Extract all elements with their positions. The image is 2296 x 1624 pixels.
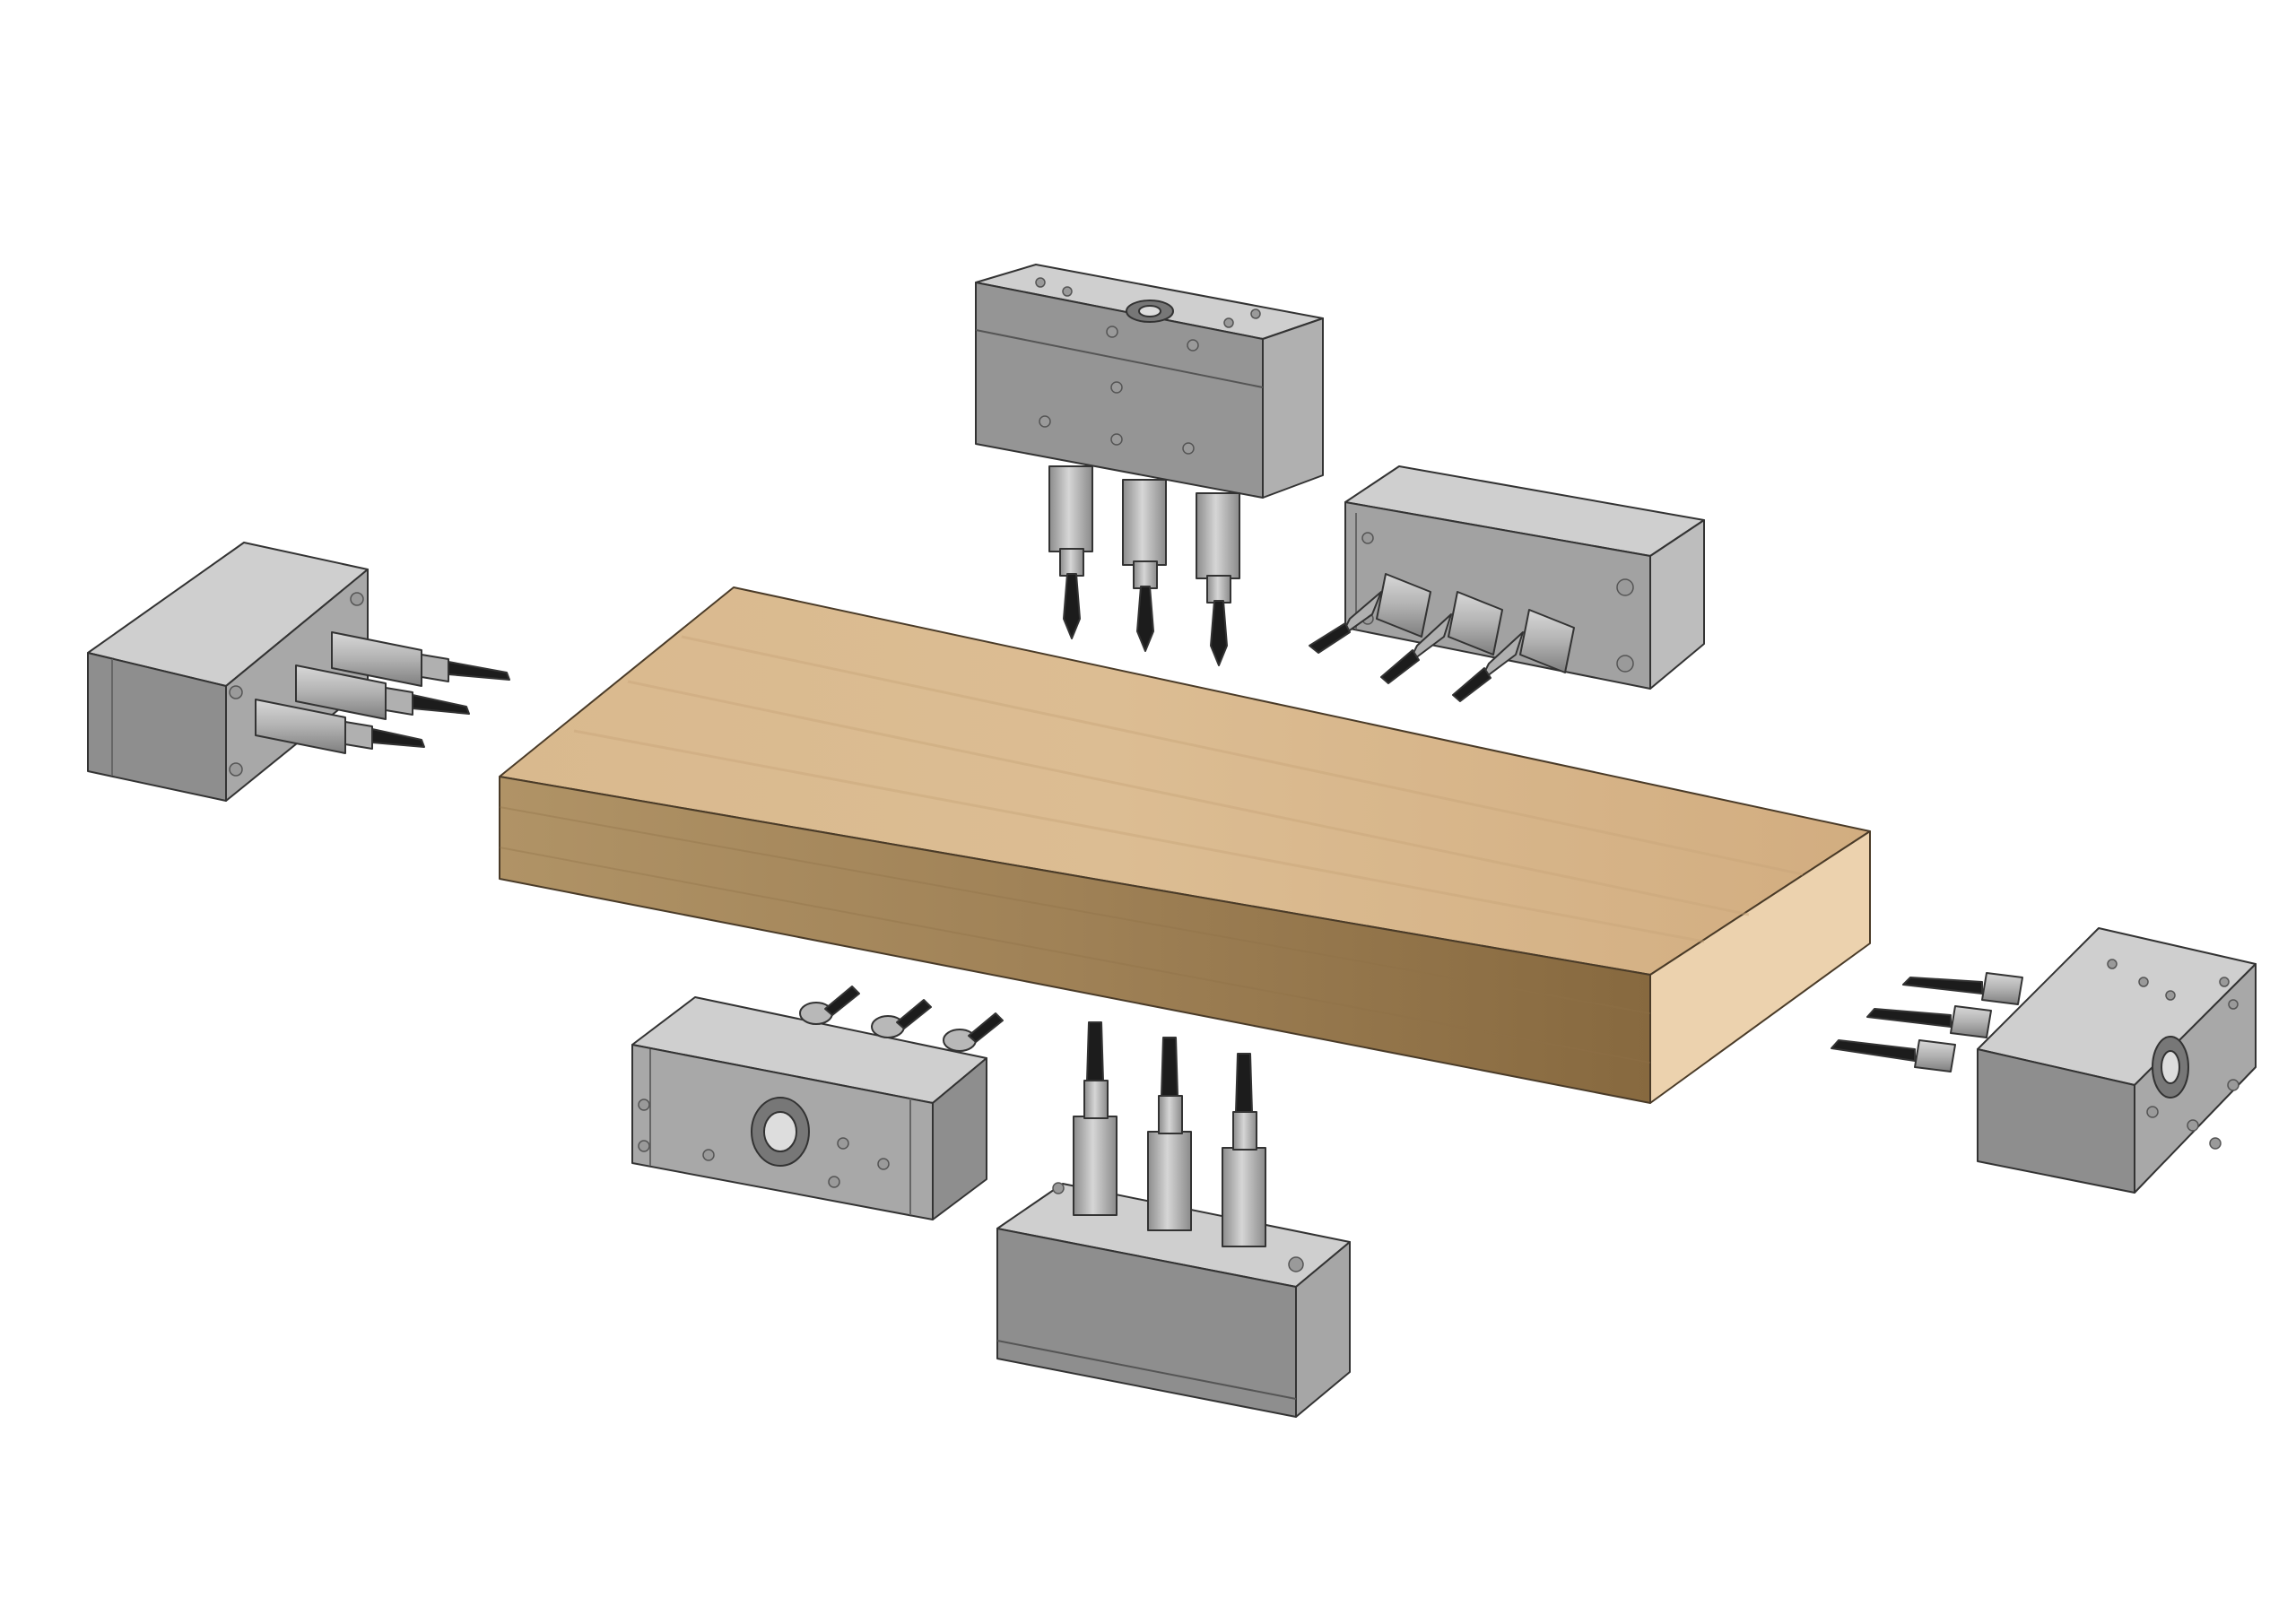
housing-side <box>1262 317 1324 499</box>
housing-side <box>1649 519 1705 690</box>
drill-unit-right-back <box>1309 465 1705 702</box>
housing-side <box>1295 1241 1351 1418</box>
spindle-group <box>255 631 510 754</box>
housing-side <box>932 1057 987 1220</box>
drill-unit-right-front <box>1831 927 2257 1194</box>
wood-panel <box>499 586 1871 1104</box>
wood-panel-side <box>1649 830 1871 1104</box>
spindle-group <box>1831 972 2023 1073</box>
spindle-group <box>1048 465 1240 666</box>
spindle-group <box>799 986 1004 1052</box>
wood-front-grain <box>499 806 1651 1064</box>
drill-unit-left <box>87 542 510 802</box>
spindle-group <box>1309 573 1575 702</box>
spindle-group <box>1073 1021 1266 1247</box>
wood-grain <box>573 635 1804 943</box>
housing-side <box>2134 963 2257 1194</box>
drill-unit-top-back <box>975 264 1324 666</box>
drill-unit-bottom-front <box>996 1021 1351 1418</box>
drill-unit-front-left <box>631 986 1004 1220</box>
